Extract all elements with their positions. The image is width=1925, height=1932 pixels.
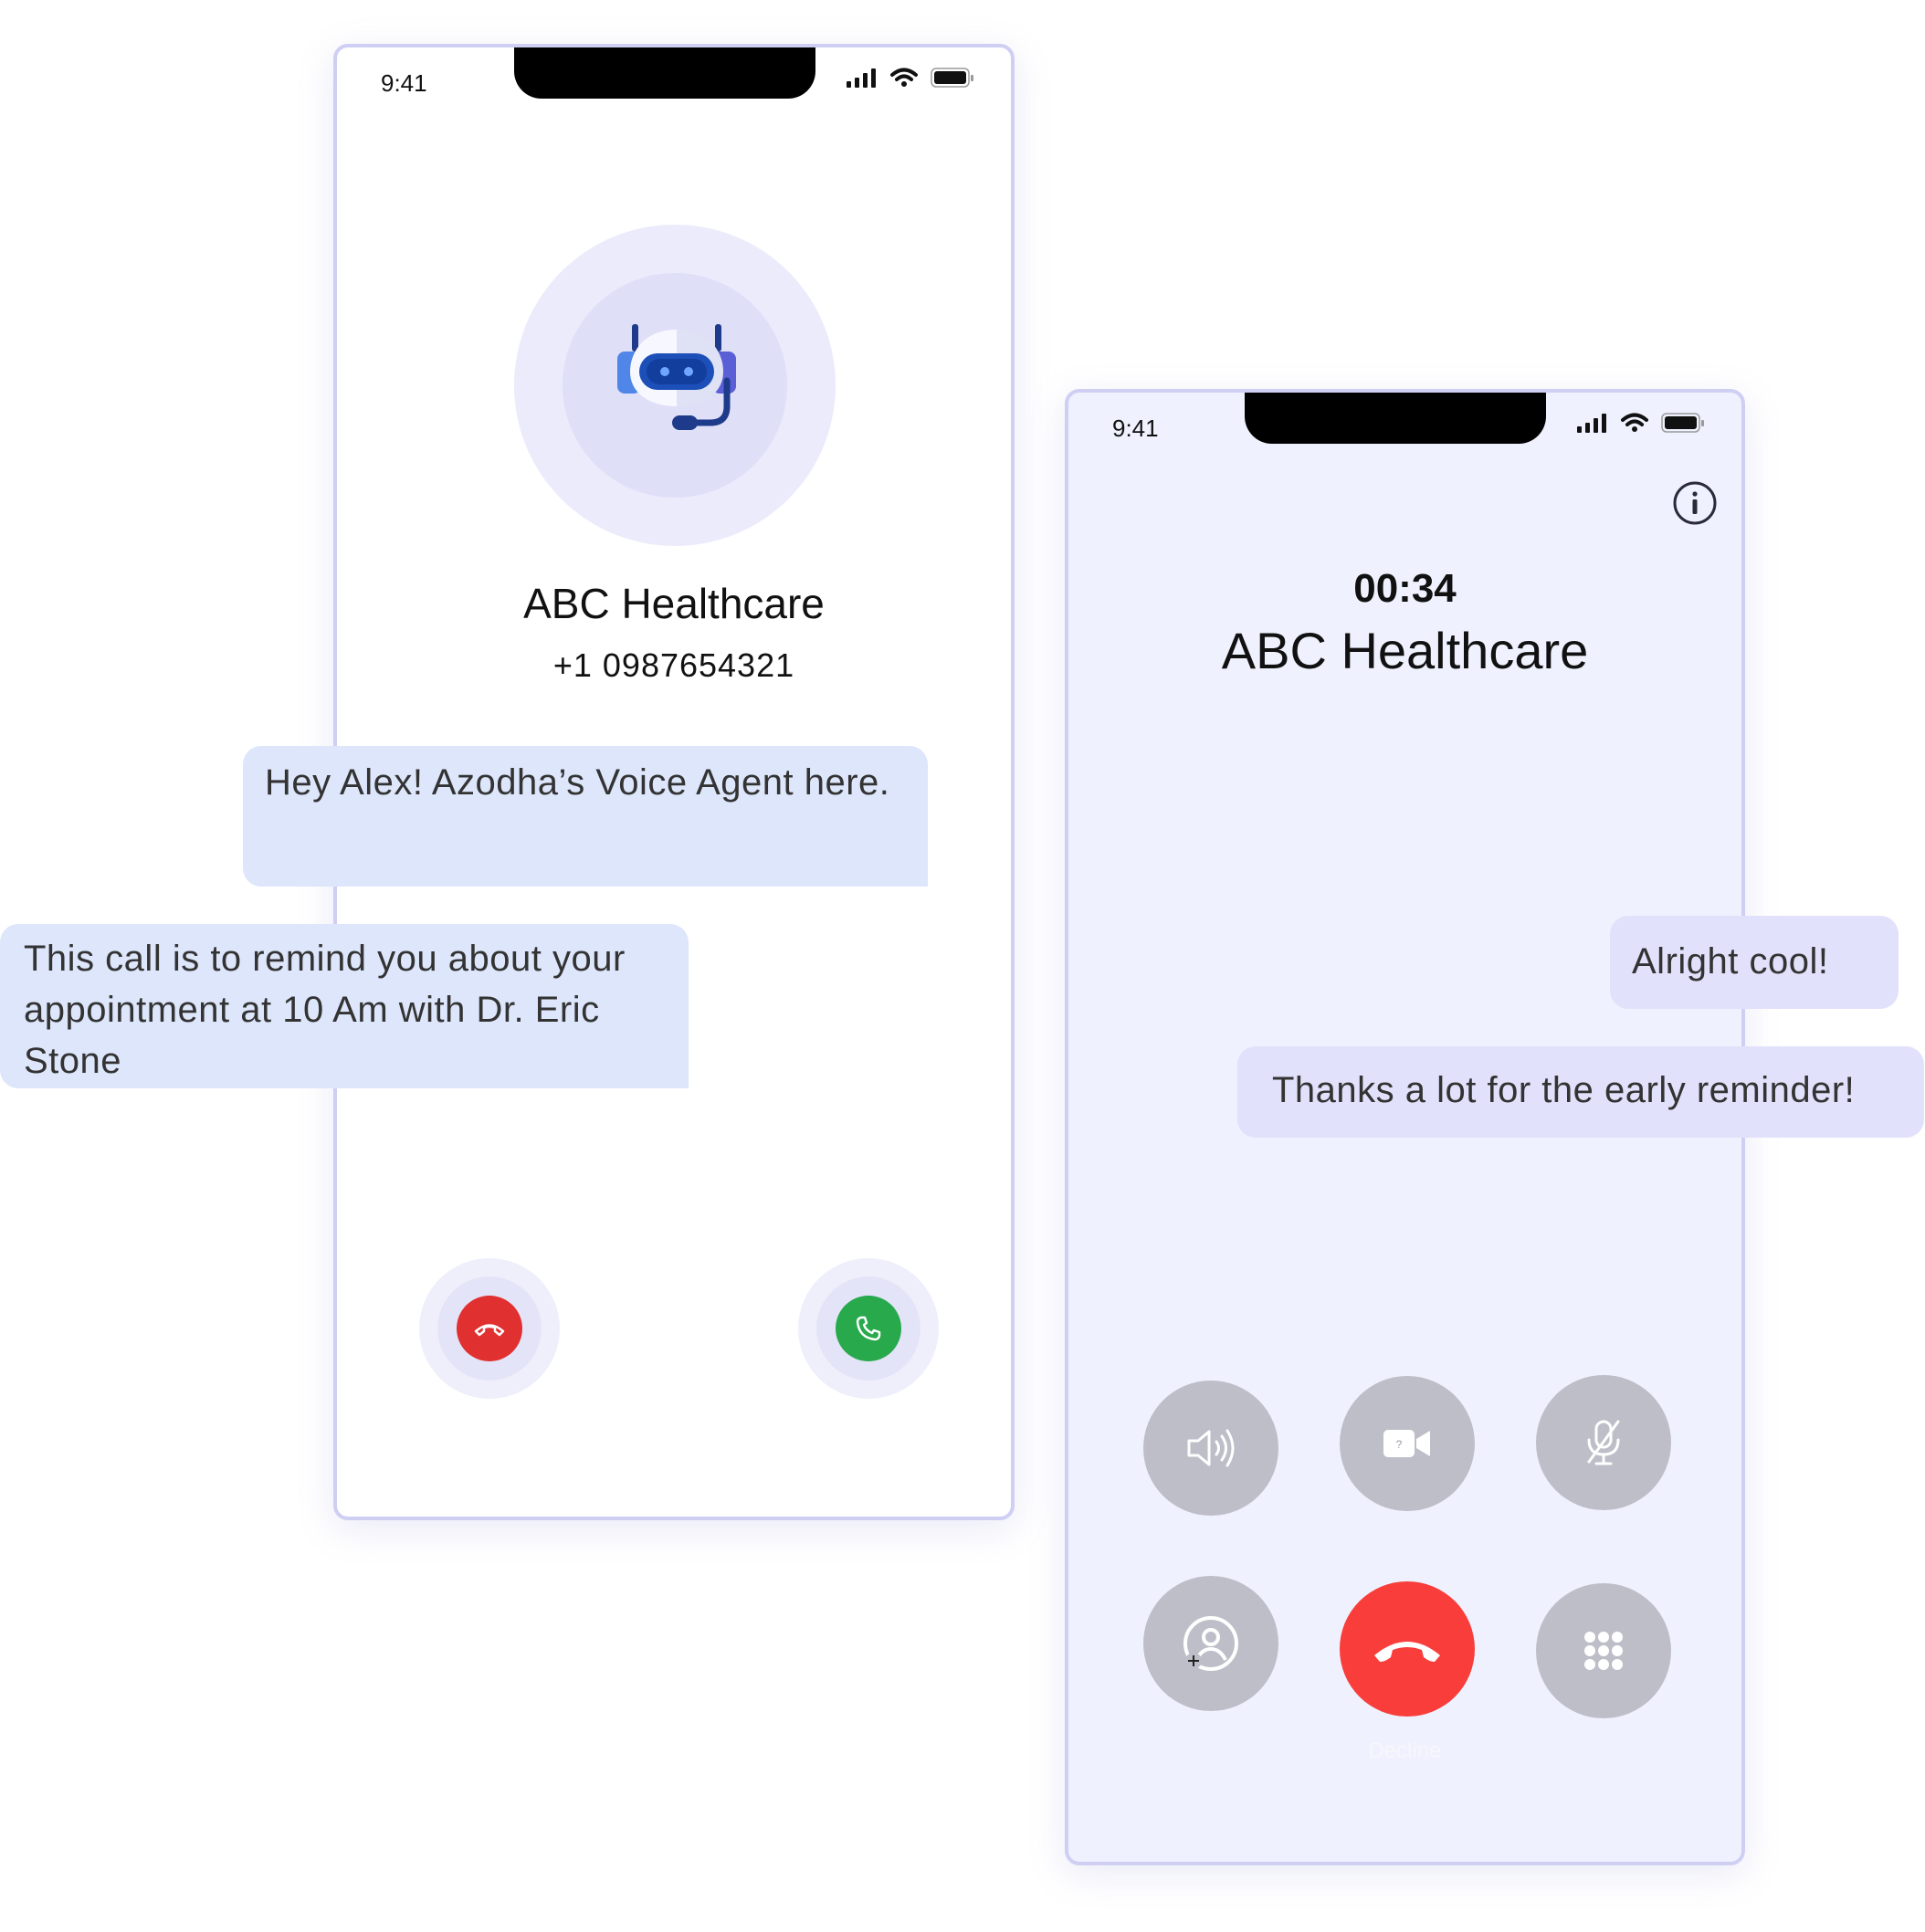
caller-number: +1 0987654321 <box>552 646 795 684</box>
cellular-signal-icon <box>1577 414 1606 433</box>
mute-button[interactable] <box>1536 1375 1671 1510</box>
decline-call-button[interactable] <box>419 1258 560 1399</box>
phone-hangup-icon <box>474 1324 505 1337</box>
caller-avatar <box>514 225 836 546</box>
keypad-icon <box>1584 1632 1623 1670</box>
wifi-icon <box>890 68 918 87</box>
robot-headset-icon <box>617 324 736 430</box>
decline-label: Decline <box>1368 1738 1442 1763</box>
video-button[interactable]: ? <box>1340 1376 1475 1511</box>
wifi-icon <box>1621 413 1648 432</box>
agent-message-bubble: Hey Alex! Azodha’s Voice Agent here. <box>243 746 928 887</box>
cellular-signal-icon <box>847 68 876 88</box>
mute-mic-icon <box>1587 1420 1620 1465</box>
speaker-icon <box>1187 1429 1235 1467</box>
phone-hangup-icon <box>1374 1642 1440 1662</box>
accept-call-button[interactable] <box>798 1258 939 1399</box>
phone-notch <box>514 47 815 99</box>
keypad-button[interactable] <box>1536 1583 1671 1718</box>
battery-icon <box>1661 413 1704 433</box>
agent-message-bubble: This call is to remind you about your ap… <box>0 924 689 1088</box>
video-icon: ? <box>1383 1430 1430 1457</box>
caller-name: ABC Healthcare <box>523 580 825 627</box>
info-icon[interactable] <box>1672 480 1718 526</box>
status-bar-time: 9:41 <box>381 69 427 97</box>
phone-icon <box>856 1316 881 1341</box>
add-contact-button[interactable] <box>1143 1576 1278 1711</box>
svg-text:?: ? <box>1396 1438 1403 1451</box>
phone-notch <box>1245 393 1546 444</box>
battery-icon <box>931 68 973 88</box>
status-bar-icons <box>847 68 974 88</box>
status-bar-time: 9:41 <box>1112 415 1159 442</box>
add-contact-icon <box>1183 1616 1238 1671</box>
caller-name: ABC Healthcare <box>1221 622 1589 679</box>
speaker-button[interactable] <box>1143 1381 1278 1516</box>
user-message-bubble: Thanks a lot for the early reminder! <box>1237 1046 1924 1138</box>
call-timer: 00:34 <box>1353 566 1457 611</box>
end-call-button[interactable] <box>1340 1581 1475 1717</box>
user-message-bubble: Alright cool! <box>1610 916 1899 1009</box>
status-bar-icons <box>1577 413 1705 433</box>
